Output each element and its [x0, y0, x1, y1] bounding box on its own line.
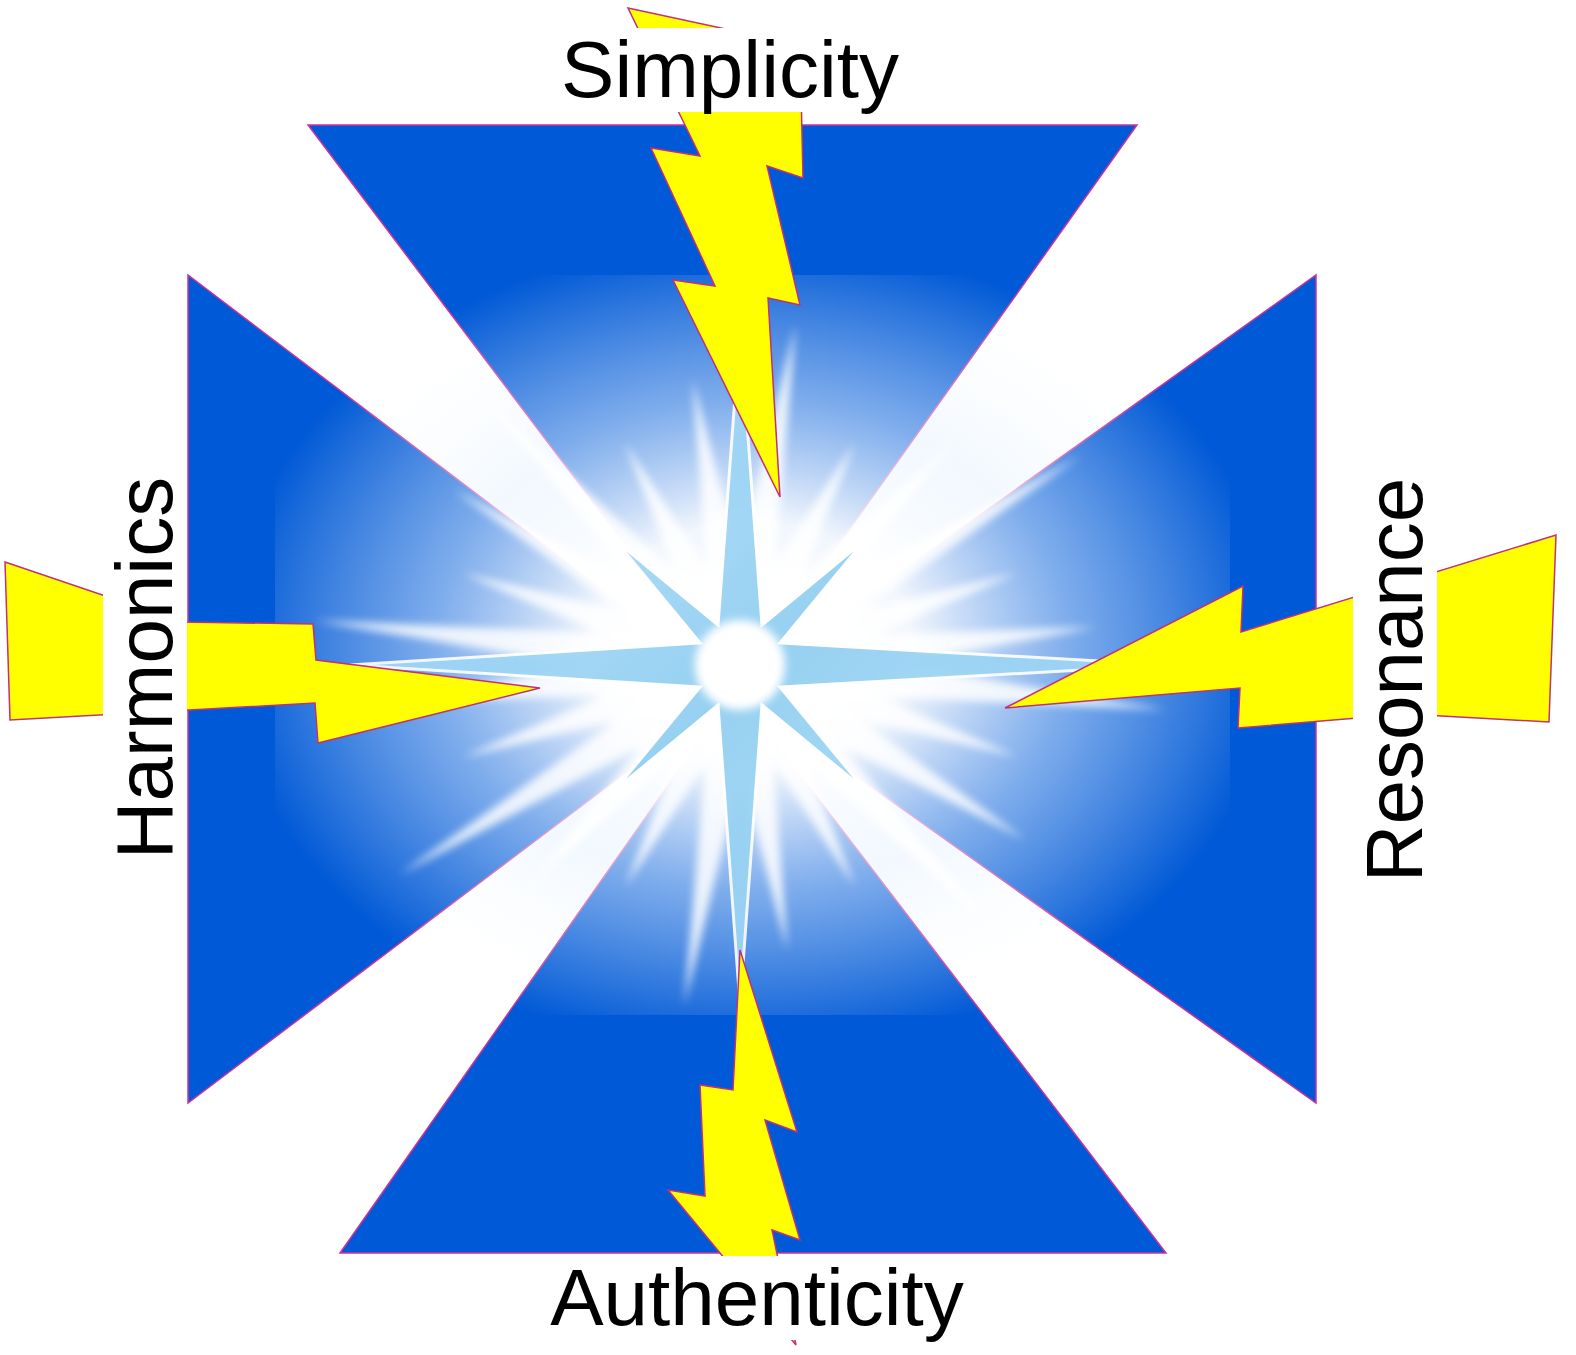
triangle-panel: Authenticity [340, 690, 1166, 1350]
triangle-shape [308, 20, 1137, 690]
blue-triangle [188, 275, 735, 1103]
blue-triangle [340, 690, 1166, 1253]
principle-label: Resonance [1353, 472, 1437, 889]
principle-label: Authenticity [544, 1256, 970, 1340]
triangle-shape [340, 690, 1166, 1350]
star-core [695, 620, 785, 710]
blue-triangle [308, 125, 1137, 690]
principle-label: Simplicity [555, 28, 905, 112]
triangle-panel: Harmonics [100, 275, 735, 1103]
blue-triangle [735, 275, 1316, 1103]
triangle-shape [100, 275, 735, 1103]
triangle-panel: Resonance [735, 275, 1445, 1103]
principle-label: Harmonics [103, 471, 187, 865]
triangle-panel: Simplicity [308, 20, 1137, 690]
triangle-shape [735, 275, 1445, 1103]
